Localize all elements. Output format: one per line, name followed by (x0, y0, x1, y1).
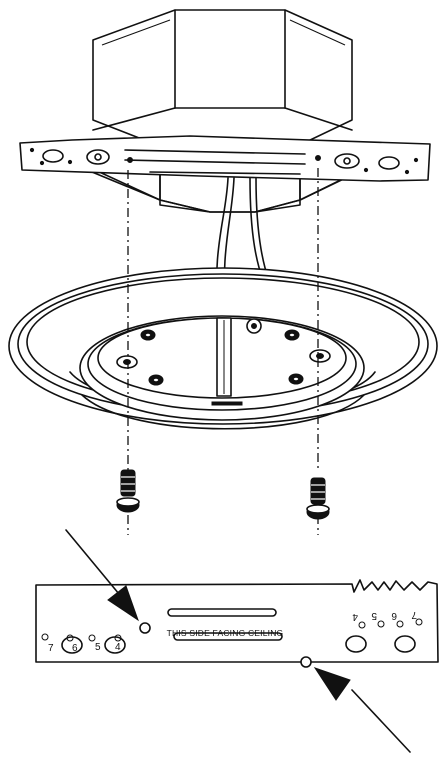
bracket-orientation-label: THIS SIDE FACING CEILING (167, 628, 284, 638)
bracket-number-right-3: 6 (391, 610, 397, 621)
bracket-number-right-1: 4 (352, 611, 358, 622)
octagonal-junction-box-icon (91, 9, 359, 213)
mounting-screw-icon (116, 469, 140, 513)
mounting-bracket-icon (19, 135, 431, 182)
bracket-number-left-1: 7 (48, 643, 54, 654)
bracket-detail: THIS SIDE FACING CEILING 7 6 5 4 4 5 6 7 (35, 579, 439, 668)
stud-nut-bottom-right (288, 373, 304, 385)
bracket-number-right-2: 5 (371, 610, 377, 621)
bracket-number-left-3: 5 (95, 642, 101, 653)
stud-nut-bottom-left (148, 374, 164, 386)
pointer-arrow-icon (65, 529, 139, 622)
stud-nut-top-left (140, 329, 156, 341)
ceiling-fixture-canopy-icon (8, 267, 438, 430)
bracket-number-right-4: 7 (411, 609, 417, 620)
mounting-screw-icon (306, 477, 330, 520)
bracket-number-left-2: 6 (72, 643, 78, 654)
pointer-arrow-icon (313, 667, 411, 753)
stud-nut-top-right (284, 329, 300, 341)
bracket-number-left-4: 4 (115, 642, 121, 653)
